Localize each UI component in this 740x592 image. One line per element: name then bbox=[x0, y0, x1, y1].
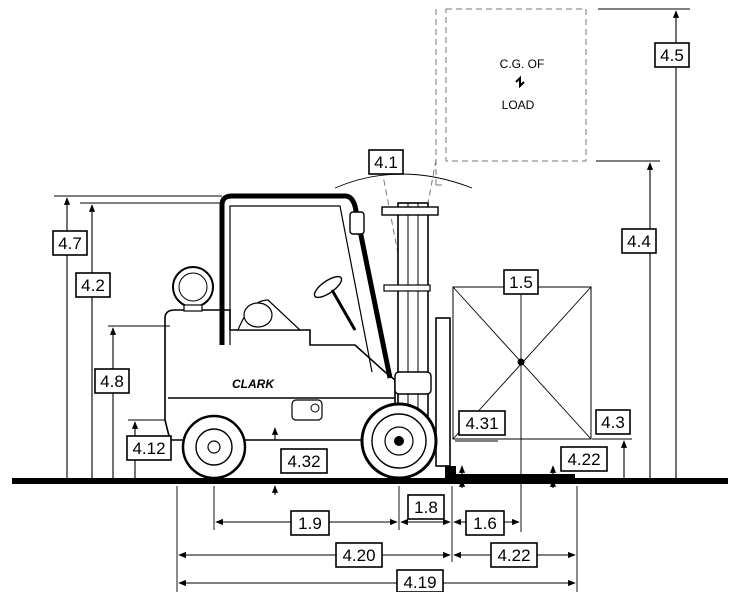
svg-text:4.22: 4.22 bbox=[567, 450, 600, 469]
forklift-illustration: CLARK bbox=[164, 193, 575, 480]
label-1-9: 1.9 bbox=[290, 510, 330, 536]
dimension-lines bbox=[54, 8, 690, 592]
cg-label-line2: LOAD bbox=[502, 98, 535, 112]
label-4-20: 4.20 bbox=[335, 542, 383, 568]
label-4-12: 4.12 bbox=[126, 435, 172, 461]
label-1-5: 1.5 bbox=[503, 269, 539, 295]
cg-symbol-icon bbox=[515, 75, 525, 89]
label-4-22-bottom: 4.22 bbox=[490, 542, 538, 568]
svg-text:4.4: 4.4 bbox=[627, 232, 651, 251]
svg-text:4.3: 4.3 bbox=[601, 413, 625, 432]
svg-text:4.12: 4.12 bbox=[132, 439, 165, 458]
svg-text:4.5: 4.5 bbox=[660, 46, 684, 65]
svg-text:4.31: 4.31 bbox=[465, 414, 498, 433]
rear-wheel bbox=[181, 414, 247, 480]
svg-text:4.22: 4.22 bbox=[497, 546, 530, 565]
label-4-8: 4.8 bbox=[94, 368, 130, 394]
label-4-5: 4.5 bbox=[654, 42, 690, 68]
label-4-22-top: 4.22 bbox=[560, 446, 608, 472]
svg-text:4.20: 4.20 bbox=[342, 546, 375, 565]
label-4-3: 4.3 bbox=[595, 409, 631, 435]
label-4-19: 4.19 bbox=[396, 569, 444, 592]
svg-text:1.9: 1.9 bbox=[298, 514, 322, 533]
cg-label-line1: C.G. OF bbox=[500, 57, 545, 71]
label-4-4: 4.4 bbox=[621, 228, 657, 254]
svg-text:4.8: 4.8 bbox=[100, 372, 124, 391]
svg-text:4.2: 4.2 bbox=[81, 276, 105, 295]
label-4-31: 4.31 bbox=[458, 410, 506, 436]
label-1-6: 1.6 bbox=[465, 510, 505, 536]
svg-text:4.1: 4.1 bbox=[374, 153, 398, 172]
brand-logo: CLARK bbox=[232, 377, 275, 391]
label-4-2: 4.2 bbox=[75, 272, 111, 298]
svg-text:1.5: 1.5 bbox=[509, 273, 533, 292]
svg-text:4.32: 4.32 bbox=[287, 452, 320, 471]
dimension-labels: 4.1 4.7 4.2 4.8 4.12 4.32 4.31 1.5 bbox=[52, 42, 690, 592]
cg-load-marker: C.G. OF LOAD bbox=[500, 57, 545, 112]
svg-text:4.7: 4.7 bbox=[58, 234, 82, 253]
label-4-32: 4.32 bbox=[280, 448, 328, 474]
label-1-8: 1.8 bbox=[407, 494, 445, 520]
svg-text:1.6: 1.6 bbox=[473, 514, 497, 533]
ground-line bbox=[12, 478, 728, 484]
label-4-1: 4.1 bbox=[368, 149, 404, 175]
svg-text:4.19: 4.19 bbox=[403, 573, 436, 592]
svg-text:1.8: 1.8 bbox=[414, 498, 438, 517]
label-4-7: 4.7 bbox=[52, 230, 88, 256]
